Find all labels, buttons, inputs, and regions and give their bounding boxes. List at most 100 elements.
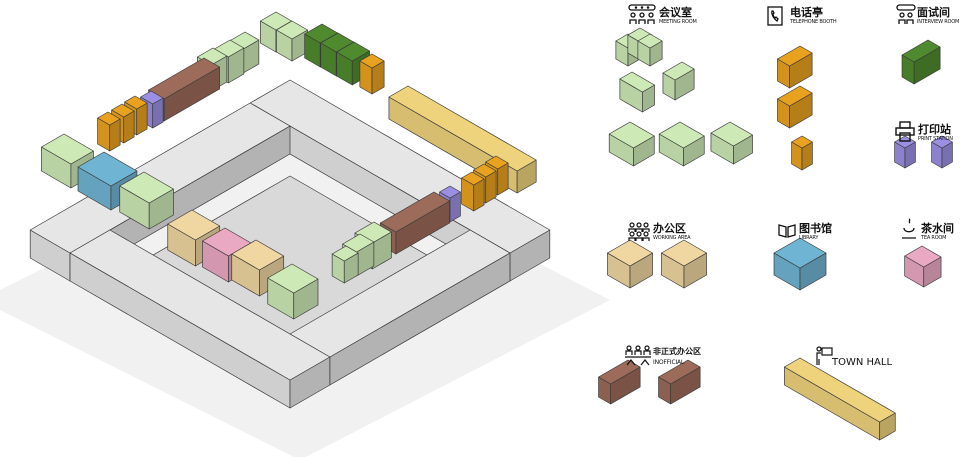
legend-cn: 茶水间: [921, 222, 954, 235]
print-station-sample: [931, 135, 953, 169]
top-face: [359, 53, 385, 69]
top-face: [267, 263, 319, 294]
top-face: [658, 121, 705, 149]
telephone-booth-sample: [791, 135, 813, 171]
workers-icon: [628, 222, 650, 241]
top-face: [784, 357, 896, 423]
meeting-people-icon: [628, 4, 656, 24]
top-face: [473, 163, 497, 178]
top-face: [77, 151, 138, 187]
top-face: [140, 90, 164, 105]
legend-town-hall: TOWN HALL: [832, 352, 892, 368]
top-face: [710, 121, 753, 147]
legend-en: PRINT STATION: [918, 136, 953, 142]
working-area-sample: [661, 239, 707, 289]
working-area-sample: [607, 239, 653, 289]
top-face: [894, 135, 916, 149]
top-face: [388, 85, 537, 172]
top-face: [304, 23, 338, 44]
town-hall-sample: [784, 357, 896, 441]
top-face: [202, 227, 252, 257]
telephone-icon: [767, 6, 783, 26]
legend-cn: 图书馆: [799, 222, 832, 235]
legend-cn: 办公区: [653, 222, 686, 235]
top-face: [598, 359, 641, 385]
presenter-icon: [816, 346, 833, 365]
telephone-booth-sample: [777, 45, 813, 89]
telephone-booth-block: [97, 111, 121, 152]
tea-room-sample: [904, 245, 942, 288]
informal-people-icon: [625, 345, 651, 366]
legend-cn: 打印站: [918, 123, 951, 136]
top-face: [607, 239, 653, 267]
top-face: [276, 20, 308, 40]
book-icon: [778, 224, 796, 238]
meeting-room-block: [119, 171, 174, 230]
meeting-room-block: [267, 263, 319, 320]
print-station-sample: [894, 135, 916, 169]
top-face: [637, 33, 663, 49]
top-face: [608, 121, 655, 149]
top-face: [904, 245, 942, 268]
top-face: [661, 239, 707, 267]
inofficial-sample: [658, 359, 701, 405]
telephone-booth-sample: [777, 85, 813, 129]
meeting-room-block: [331, 245, 359, 284]
telephone-booth-block: [461, 171, 485, 212]
legend-interview-room: 面试间 INTERVIEW ROOM: [917, 7, 959, 25]
legend-print-station: 打印站 PRINT STATION: [918, 124, 953, 142]
legend-cn: 电话亭: [790, 6, 823, 19]
top-face: [901, 39, 941, 63]
meeting-room-sample: [637, 33, 663, 67]
legend-en: TOWN HALL: [832, 357, 893, 368]
legend-cn: 会议室: [659, 6, 692, 19]
legend-en: TEA ROOM: [921, 235, 947, 241]
top-face: [439, 185, 461, 199]
legend-cn: 非正式办公区: [653, 347, 701, 356]
tea-cup-icon: [902, 218, 916, 239]
inofficial-sample: [598, 359, 641, 405]
legend-en: TELEPHONE BOOTH: [790, 19, 837, 25]
legend-meeting-room: 会议室 MEETING ROOM: [659, 7, 697, 25]
legend-en: LIBRARY: [799, 235, 819, 241]
top-face: [320, 32, 354, 53]
meeting-room-sample: [608, 121, 655, 167]
meeting-room-sample: [710, 121, 753, 165]
legend-tea-room: 茶水间 TEA ROOM: [921, 223, 954, 241]
legend-en: MEETING ROOM: [659, 19, 697, 25]
top-face: [124, 95, 148, 110]
meeting-room-sample: [619, 71, 655, 113]
top-face: [331, 245, 359, 262]
legend-inofficial: 非正式办公区 INOFFICIAL: [653, 348, 701, 366]
ring-front-left: [69, 229, 331, 409]
top-face: [231, 239, 285, 271]
top-face: [791, 135, 813, 149]
top-face: [461, 171, 485, 186]
library-sample: [773, 237, 827, 291]
interview-people-icon: [896, 4, 916, 24]
top-face: [336, 41, 370, 62]
top-face: [97, 111, 121, 126]
top-face: [619, 71, 655, 93]
legend-library: 图书馆 LIBRARY: [799, 223, 832, 241]
telephone-booth-block: [359, 53, 385, 95]
legend-en: WORKING AREA: [653, 235, 691, 241]
top-face: [777, 85, 813, 107]
printer-icon: [895, 121, 915, 142]
legend-en: INTERVIEW ROOM: [917, 19, 960, 25]
top-face: [41, 133, 94, 165]
top-face: [148, 57, 220, 100]
meeting-room-sample: [658, 121, 705, 167]
top-face: [167, 209, 221, 241]
top-face: [69, 229, 331, 381]
meeting-room-block: [276, 20, 308, 62]
top-face: [658, 359, 701, 385]
top-face: [931, 135, 953, 149]
meeting-room-sample: [662, 61, 695, 101]
top-face: [485, 155, 509, 170]
legend-working-area: 办公区 WORKING AREA: [653, 222, 691, 241]
top-face: [119, 171, 174, 204]
interview-room-sample: [901, 39, 941, 85]
